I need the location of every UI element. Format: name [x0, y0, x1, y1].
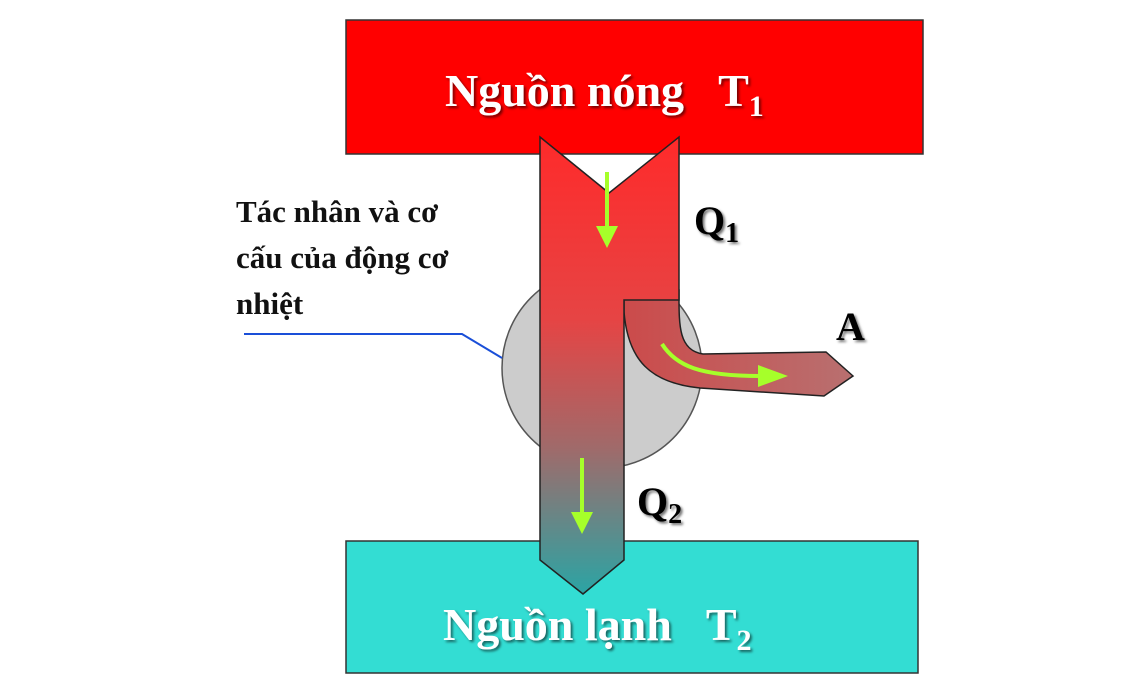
heat-out-flow-arrow — [571, 458, 593, 534]
heat-in-flow-arrow — [596, 172, 618, 248]
work-arrow — [623, 289, 855, 397]
engine-annotation: Tác nhân và cơ cấu của động cơ nhiệt — [236, 194, 456, 321]
work-label: A — [836, 304, 865, 349]
annotation-leader-line — [244, 333, 503, 359]
heat-out-label: Q2 — [637, 479, 682, 530]
hot-source-box — [345, 19, 924, 155]
cold-source-box — [345, 540, 919, 674]
main-flow-arrow — [539, 135, 680, 595]
work-flow-arrow — [660, 342, 788, 387]
heat-in-label: Q1 — [694, 198, 739, 249]
